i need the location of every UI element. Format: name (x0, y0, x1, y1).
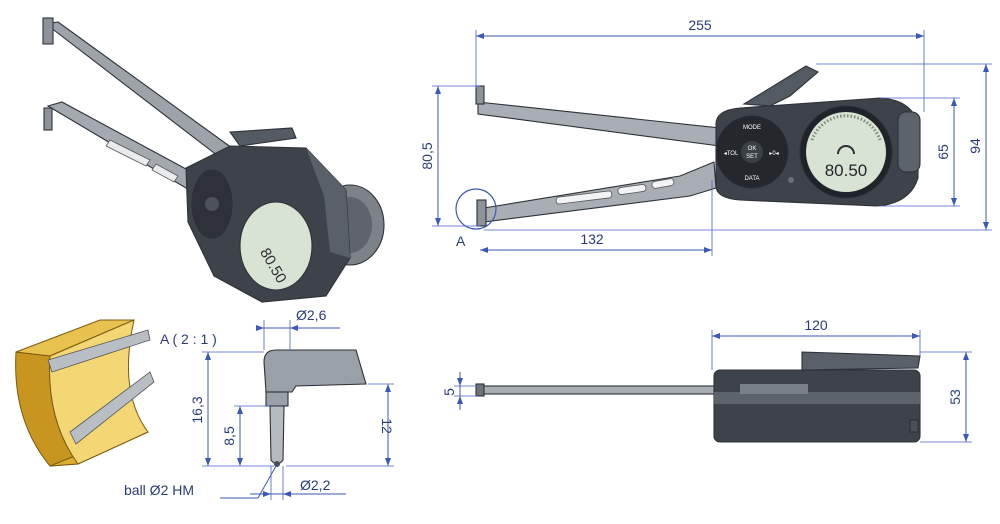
bottom-screw (909, 419, 919, 433)
iso-lower-tip (43, 107, 53, 131)
front-view: OK SET MODE ◂TOL ▸0◂ DATA 80.50 A (455, 65, 921, 249)
iso-upper-arm (44, 21, 234, 157)
dim-length-16-3: 16,3 (189, 396, 205, 423)
detail-a-dimensions: Ø2,6 16,3 8,5 12 Ø2,2 ball Ø2 HM (124, 307, 395, 500)
front-lever (742, 65, 819, 107)
front-upper-tip (475, 85, 485, 105)
iso-upper-tip (42, 17, 54, 45)
dim-ball-note: ball Ø2 HM (124, 482, 194, 498)
ok-set-button[interactable] (741, 141, 763, 163)
detail-pin (269, 405, 285, 465)
bottom-body-band (714, 392, 920, 404)
detail-nut (265, 391, 289, 407)
front-arm-slot (555, 190, 613, 205)
detail-a-title: A ( 2 : 1 ) (160, 331, 217, 347)
front-end-cap (897, 111, 921, 173)
isometric-view: 80.50 (42, 17, 385, 303)
iso-arm-slot (105, 139, 151, 167)
bottom-arm (477, 385, 719, 395)
dim-length-12: 12 (379, 418, 395, 434)
bottom-view (475, 351, 921, 443)
iso-display (239, 201, 313, 291)
dim-height-65: 65 (935, 144, 951, 160)
bottom-body (713, 369, 921, 443)
bottom-lever (801, 351, 921, 371)
iso-body-side (306, 148, 350, 258)
gold-ring-illustration (15, 319, 155, 467)
iso-ok-button (205, 197, 219, 211)
dim-depth-53: 53 (947, 389, 963, 405)
front-lower-tip (476, 199, 487, 227)
dim-length-8-5: 8,5 (221, 426, 237, 446)
zero-button[interactable]: ▸0◂ (769, 151, 778, 157)
front-display (806, 112, 886, 192)
ring-upper-jaw (47, 329, 151, 373)
detail-a-view: A ( 2 : 1 ) (160, 331, 367, 467)
dim-dia-2-2: Ø2,2 (300, 477, 331, 493)
detail-a-marker: A (456, 233, 466, 249)
front-dimensions: 255 80,5 65 94 132 (419, 17, 992, 256)
dim-dia-2-6: Ø2,6 (296, 307, 327, 323)
button-set-label: SET (746, 154, 758, 160)
data-button[interactable]: DATA (744, 176, 759, 182)
front-arm-slot (651, 178, 675, 189)
bottom-tip (475, 383, 485, 397)
dim-reach-132: 132 (580, 231, 604, 247)
detail-arm (263, 349, 367, 393)
bottom-dimensions: 120 5 53 (441, 317, 972, 443)
front-upper-arm (477, 101, 721, 147)
iso-lever (228, 127, 297, 147)
bottom-button-strip (740, 384, 808, 394)
ring-lower-jaw (69, 371, 155, 445)
front-display-scale (810, 114, 882, 141)
detail-ball (274, 461, 280, 467)
detail-a-circle (455, 188, 497, 230)
tol-button[interactable]: ◂TOL (724, 151, 739, 157)
iso-arm-slot (151, 163, 179, 183)
front-screw-icon (788, 177, 794, 183)
mode-button[interactable]: MODE (743, 125, 761, 131)
dim-overall-length: 255 (688, 17, 712, 33)
dim-depth-120: 120 (804, 317, 828, 333)
front-arm-slot (617, 184, 647, 195)
button-ok-label: OK (748, 146, 757, 152)
front-display-arc-icon (837, 145, 855, 155)
dim-thickness-5: 5 (441, 388, 457, 396)
dim-height-80: 80,5 (419, 142, 435, 169)
front-display-reading: 80.50 (825, 161, 868, 180)
dim-height-94: 94 (967, 138, 983, 154)
